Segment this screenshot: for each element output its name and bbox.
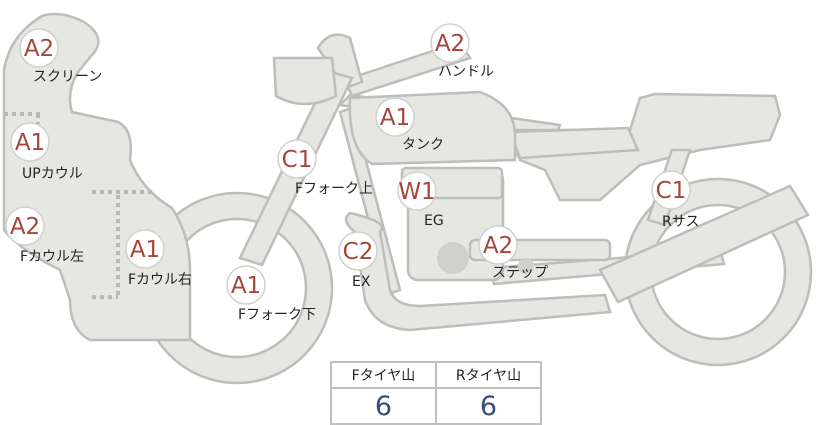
grade-f-fork-upper: C1 [282,147,313,173]
badge-circle [397,171,437,211]
badge-circle [125,229,165,269]
label-screen: スクリーン [33,69,102,85]
headlight [272,56,338,106]
grade-engine: W1 [398,179,435,205]
rear-tire-value: 6 [435,387,542,425]
grade-f-cowl-left: A2 [10,214,40,240]
badge-circle [375,97,415,137]
grade-r-suspension: C1 [656,178,687,204]
engine-cover [437,242,469,274]
front-tire-value: 6 [330,387,437,425]
label-exhaust: EX [352,274,371,290]
label-f-fork-lower: Fフォーク下 [238,307,316,323]
badge-circle [277,139,317,179]
label-handle: ハンドル [438,64,494,80]
badge-screen: A2 スクリーン [19,28,102,85]
badge-step: A2 ステップ [478,225,548,281]
label-tank: タンク [402,137,444,153]
label-r-suspension: Rサス [662,214,699,230]
label-f-cowl-left: Fカウル左 [20,249,84,265]
label-step: ステップ [492,265,548,281]
label-f-cowl-right: Fカウル右 [128,272,192,288]
grade-handle: A2 [435,31,465,57]
badge-circle [10,122,50,162]
badge-circle [19,28,59,68]
seat [508,126,640,160]
grade-exhaust: C2 [343,239,374,265]
rear-tire-header: Rタイヤ山 [435,361,542,389]
front-tire-header: Fタイヤ山 [330,361,437,389]
grade-screen: A2 [24,36,54,62]
rear-cowl [502,92,782,202]
grade-step: A2 [483,233,513,259]
badge-circle [430,23,470,63]
grade-f-fork-lower: A1 [231,273,261,299]
label-f-fork-upper: Fフォーク上 [295,181,373,197]
badge-circle [478,225,518,265]
fuel-tank [348,90,517,166]
label-up-cowl: UPカウル [22,166,83,182]
grade-tank: A1 [380,105,410,131]
badge-tank: A1 タンク [375,97,444,153]
grade-up-cowl: A1 [15,130,45,156]
exhaust-pipe [344,211,612,332]
badge-circle [5,206,45,246]
muffler [598,184,810,304]
step-peg [518,258,534,274]
tire-tread-table: Fタイヤ山 Rタイヤ山 6 6 [330,361,542,425]
badge-circle [651,170,691,210]
label-engine: EG [424,213,444,229]
badge-circle [338,231,378,271]
grade-f-cowl-right: A1 [130,237,160,263]
badge-circle [226,265,266,305]
badge-handle: A2 ハンドル [430,23,494,80]
